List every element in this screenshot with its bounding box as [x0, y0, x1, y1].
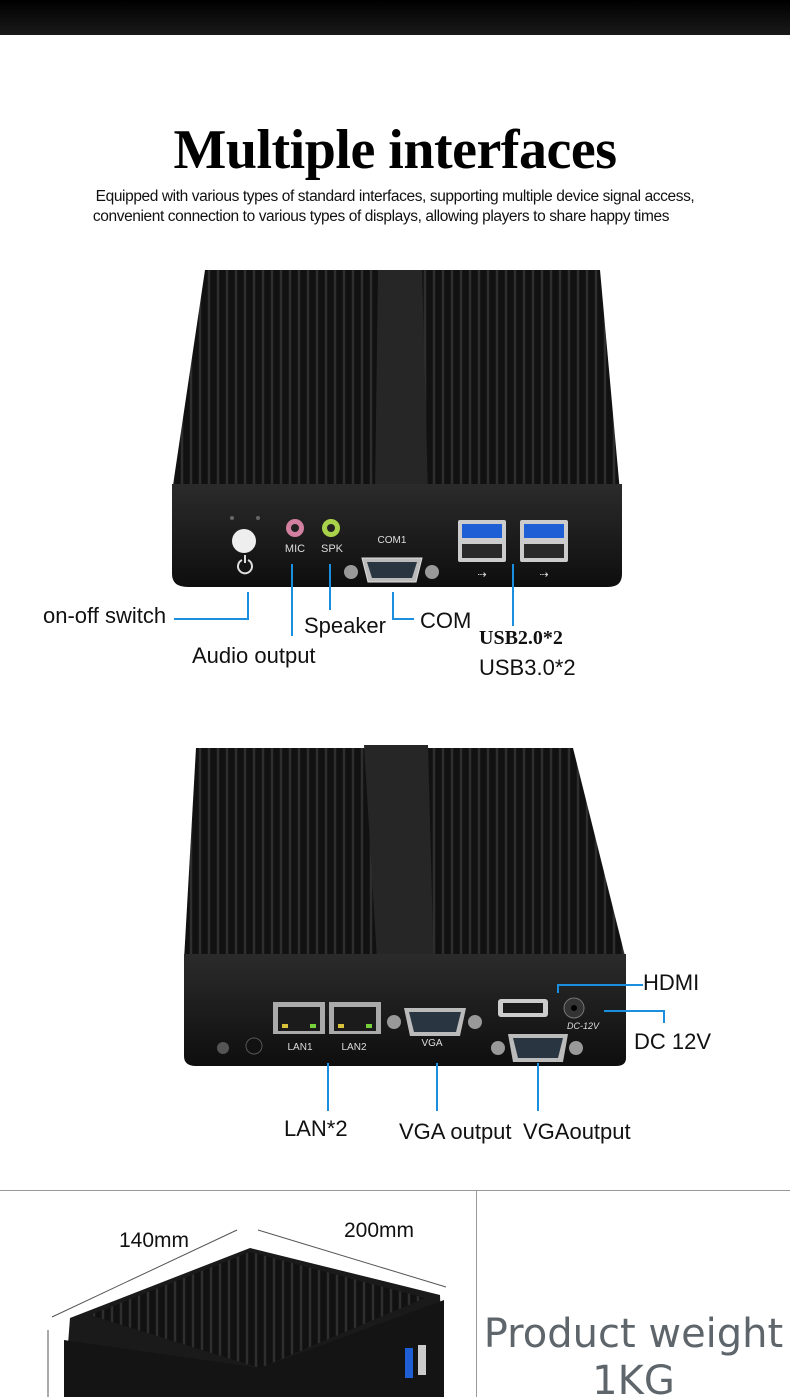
- callout-vga-output: VGA output: [399, 1119, 512, 1144]
- section-divider: [0, 1190, 790, 1191]
- subtitle-line-2: convenient connection to various types o…: [92, 208, 670, 225]
- lan-ports-icon: [273, 1002, 381, 1034]
- callout-audio-output: Audio output: [192, 643, 316, 668]
- callout-com: COM: [420, 608, 472, 633]
- dimension-depth: 140mm: [119, 1229, 190, 1252]
- callout-usb3: USB3.0*2: [479, 655, 576, 680]
- page-title: Multiple interfaces: [173, 119, 617, 181]
- dimension-width: 200mm: [344, 1219, 415, 1242]
- callout-vga-output-2: VGAoutput: [523, 1119, 631, 1144]
- rear-panel-image: LAN1 LAN2 VGA DC-12V: [184, 745, 626, 1066]
- front-panel-image: MIC SPK COM1 ⇢ ⇢: [172, 270, 622, 587]
- com1-port-label: COM1: [378, 535, 407, 546]
- com-port-icon: [344, 557, 439, 583]
- mic-port-label: MIC: [285, 543, 305, 555]
- dc-port-label: DC-12V: [567, 1021, 600, 1031]
- svg-text:⇢: ⇢: [477, 569, 486, 581]
- weight-label: Product weight: [483, 1311, 784, 1357]
- vga-port-icon: [387, 1008, 482, 1036]
- vga-port-label: VGA: [421, 1038, 442, 1049]
- rear-callout-lines: [327, 984, 665, 1111]
- callout-usb2: USB2.0*2: [479, 627, 563, 649]
- subtitle-line-1: Equipped with various types of standard …: [95, 188, 695, 205]
- weight-value: 1KG: [592, 1358, 675, 1397]
- top-banner: [0, 0, 790, 35]
- lan1-port-label: LAN1: [287, 1042, 312, 1053]
- svg-text:⇢: ⇢: [539, 569, 548, 581]
- column-divider: [476, 1190, 477, 1397]
- callout-speaker: Speaker: [304, 613, 386, 638]
- front-callout-lines: [174, 564, 514, 636]
- dimensions-image: [47, 1229, 447, 1397]
- callout-power: on-off switch: [43, 603, 167, 628]
- power-button-icon: [230, 516, 260, 575]
- callout-lan: LAN*2: [284, 1116, 348, 1141]
- callout-hdmi: HDMI: [643, 970, 700, 995]
- usb-ports-icon: ⇢ ⇢: [458, 520, 568, 581]
- spk-port-label: SPK: [321, 543, 344, 555]
- callout-dc12v: DC 12V: [634, 1029, 712, 1054]
- lan2-port-label: LAN2: [341, 1042, 366, 1053]
- com-port-rear-icon: [491, 1034, 583, 1062]
